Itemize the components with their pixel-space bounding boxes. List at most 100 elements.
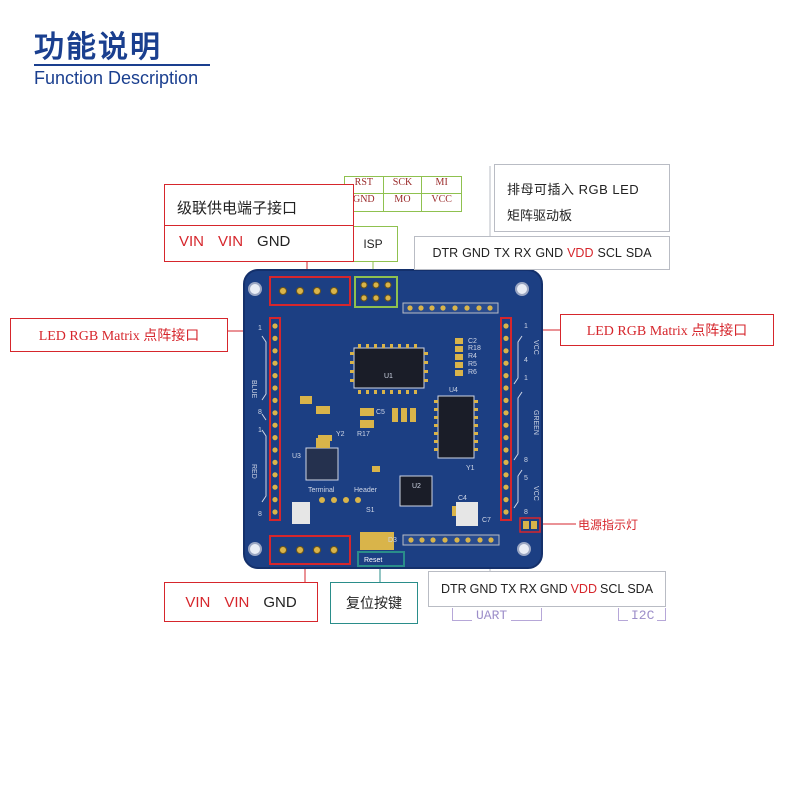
header-pin-pad	[503, 472, 509, 478]
isp-label-box: ISP	[348, 226, 398, 262]
isp-label: ISP	[363, 237, 383, 251]
chip-pin	[382, 344, 385, 348]
header-pin-pad	[272, 497, 278, 503]
silk-c2: C2	[468, 338, 477, 345]
silk-green: GREEN	[532, 410, 539, 435]
isp-header-highlight	[354, 276, 398, 308]
bottom-pin-vin-1: VIN	[185, 593, 211, 611]
silk-n8a: 8	[258, 409, 262, 416]
bottom-header-pin-rx: RX	[519, 582, 537, 596]
cascade-pin-vin-2: VIN	[218, 233, 244, 250]
top-header-pin-sda: SDA	[625, 246, 652, 260]
chip-pin	[366, 390, 369, 394]
isp-pin-gnd: GND	[345, 194, 384, 211]
silk-r6: R6	[468, 369, 477, 376]
chip-pin	[350, 352, 354, 355]
chip-pin	[406, 390, 409, 394]
chip-pin	[434, 432, 438, 435]
cascade-power-box: 级联供电端子接口 VIN VIN GND	[164, 184, 354, 262]
chip-pin	[434, 440, 438, 443]
silk-n1d: 1	[524, 375, 528, 382]
isp-pin-mo: MO	[384, 194, 423, 211]
header-pin-pad	[272, 397, 278, 403]
silk-r4: R4	[468, 353, 477, 360]
chip-pin	[390, 390, 393, 394]
chip-pin	[474, 424, 478, 427]
reset-button-label-box: 复位按键	[330, 582, 418, 624]
silk-header: Header	[354, 487, 378, 494]
header-pin-pad	[272, 509, 278, 515]
chip-pin	[366, 344, 369, 348]
bottom-header-pin-dtr: DTR	[440, 582, 467, 596]
reset-button-label: 复位按键	[346, 595, 402, 611]
silk-terminal: Terminal	[308, 487, 335, 494]
header-pin-pad	[503, 335, 509, 341]
silk-r18: R18	[468, 345, 481, 352]
top-header-pin-rx: RX	[513, 246, 532, 260]
top-header-pin-vdd: VDD	[567, 246, 594, 260]
chip-pin	[434, 400, 438, 403]
header-pin-pad	[503, 435, 509, 441]
left-matrix-header-highlight	[269, 317, 281, 521]
bottom-pin-vin-2: VIN	[224, 593, 250, 611]
bottom-header-pin-vdd: VDD	[570, 582, 597, 596]
header-pin-pad	[503, 509, 509, 515]
header-pin-pad	[503, 373, 509, 379]
driver-board-line-1: 排母可插入 RGB LED	[507, 182, 640, 197]
driver-board-line-2: 矩阵驱动板	[507, 208, 573, 223]
silk-r5: R5	[468, 361, 477, 368]
chip-pin	[434, 424, 438, 427]
header-pin-pad	[272, 335, 278, 341]
silk-blue: BLUE	[250, 380, 257, 399]
header-pin-pad	[272, 323, 278, 329]
cascade-power-title: 级联供电端子接口	[177, 200, 298, 217]
driver-board-box: 排母可插入 RGB LED 矩阵驱动板	[494, 164, 670, 232]
chip-pin	[350, 370, 354, 373]
chip-pin	[350, 361, 354, 364]
right-matrix-header-highlight	[500, 317, 512, 521]
top-header-pin-dtr: DTR	[432, 246, 459, 260]
silk-y2: Y2	[336, 431, 345, 438]
chip-pin	[474, 432, 478, 435]
reset-button-highlight	[357, 551, 405, 567]
top-header-pin-scl: SCL	[597, 246, 622, 260]
chip-pin	[424, 379, 428, 382]
isp-pin-mi: MI	[422, 177, 461, 194]
chip-pin	[474, 440, 478, 443]
mounting-hole	[515, 282, 529, 296]
header-pin-pad	[503, 360, 509, 366]
chip-pin	[474, 448, 478, 451]
isp-pin-table: RST SCK MI GND MO VCC	[344, 176, 462, 212]
header-pin-pad	[503, 484, 509, 490]
chip-pin	[398, 344, 401, 348]
mounting-hole	[248, 282, 262, 296]
top-serial-header	[402, 302, 499, 314]
u2-chip	[399, 475, 433, 507]
header-pin-pad	[272, 447, 278, 453]
matrix-right-label: LED RGB Matrix 点阵接口	[560, 314, 774, 346]
bottom-pin-gnd: GND	[263, 593, 297, 611]
chip-pin	[434, 416, 438, 419]
chip-pin	[424, 361, 428, 364]
silk-vcc-top: VCC	[532, 340, 539, 355]
silk-u4: U4	[449, 387, 458, 394]
chip-pin	[398, 390, 401, 394]
silk-u2: U2	[412, 483, 421, 490]
header-pin-pad	[272, 484, 278, 490]
silk-d3: D3	[388, 537, 397, 544]
silk-c7: C7	[482, 517, 491, 524]
chip-pin	[474, 408, 478, 411]
chip-pin	[414, 344, 417, 348]
header-pin-pad	[272, 472, 278, 478]
header-pin-pad	[272, 410, 278, 416]
chip-pin	[374, 344, 377, 348]
chip-pin	[406, 344, 409, 348]
header-pin-pad	[503, 410, 509, 416]
silk-u1: U1	[384, 373, 393, 380]
silk-r17: R17	[357, 431, 370, 438]
bottom-header-pin-gnd: GND	[539, 582, 568, 596]
isp-pin-vcc: VCC	[431, 194, 452, 205]
bottom-header-pin-sda: SDA	[627, 582, 654, 596]
chip-pin	[414, 390, 417, 394]
u3-regulator	[305, 447, 339, 481]
